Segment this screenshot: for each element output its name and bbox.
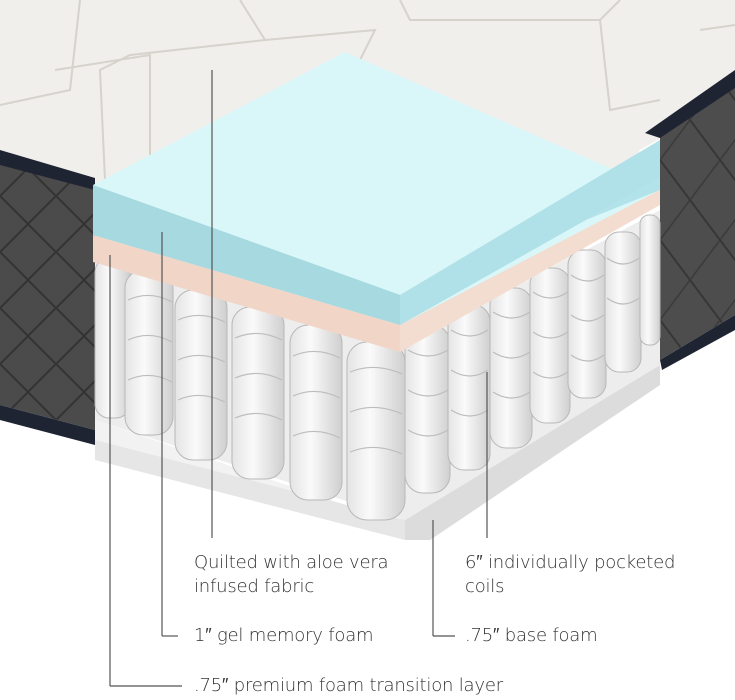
- label-quilted-fabric: Quilted with aloe vera infused fabric: [194, 551, 389, 599]
- label-line: 6″ individually pocketed: [465, 552, 676, 573]
- label-line: infused fabric: [194, 576, 315, 597]
- gel-memory-foam-layer: [93, 52, 660, 325]
- label-line: .75″ premium foam transition layer: [194, 675, 503, 696]
- label-line: coils: [465, 576, 505, 597]
- label-line: Quilted with aloe vera: [194, 552, 389, 573]
- leader-lines: [109, 70, 488, 687]
- label-gel-memory-foam: 1″ gel memory foam: [194, 624, 374, 648]
- coils: [94, 214, 661, 521]
- label-transition-layer: .75″ premium foam transition layer: [194, 674, 503, 698]
- label-base-foam: .75″ base foam: [465, 624, 598, 648]
- label-line: 1″ gel memory foam: [194, 625, 374, 646]
- left-side-fabric: [0, 150, 95, 445]
- right-side-fabric: [645, 70, 735, 370]
- label-coils: 6″ individually pocketed coils: [465, 551, 675, 599]
- label-line: .75″ base foam: [465, 625, 598, 646]
